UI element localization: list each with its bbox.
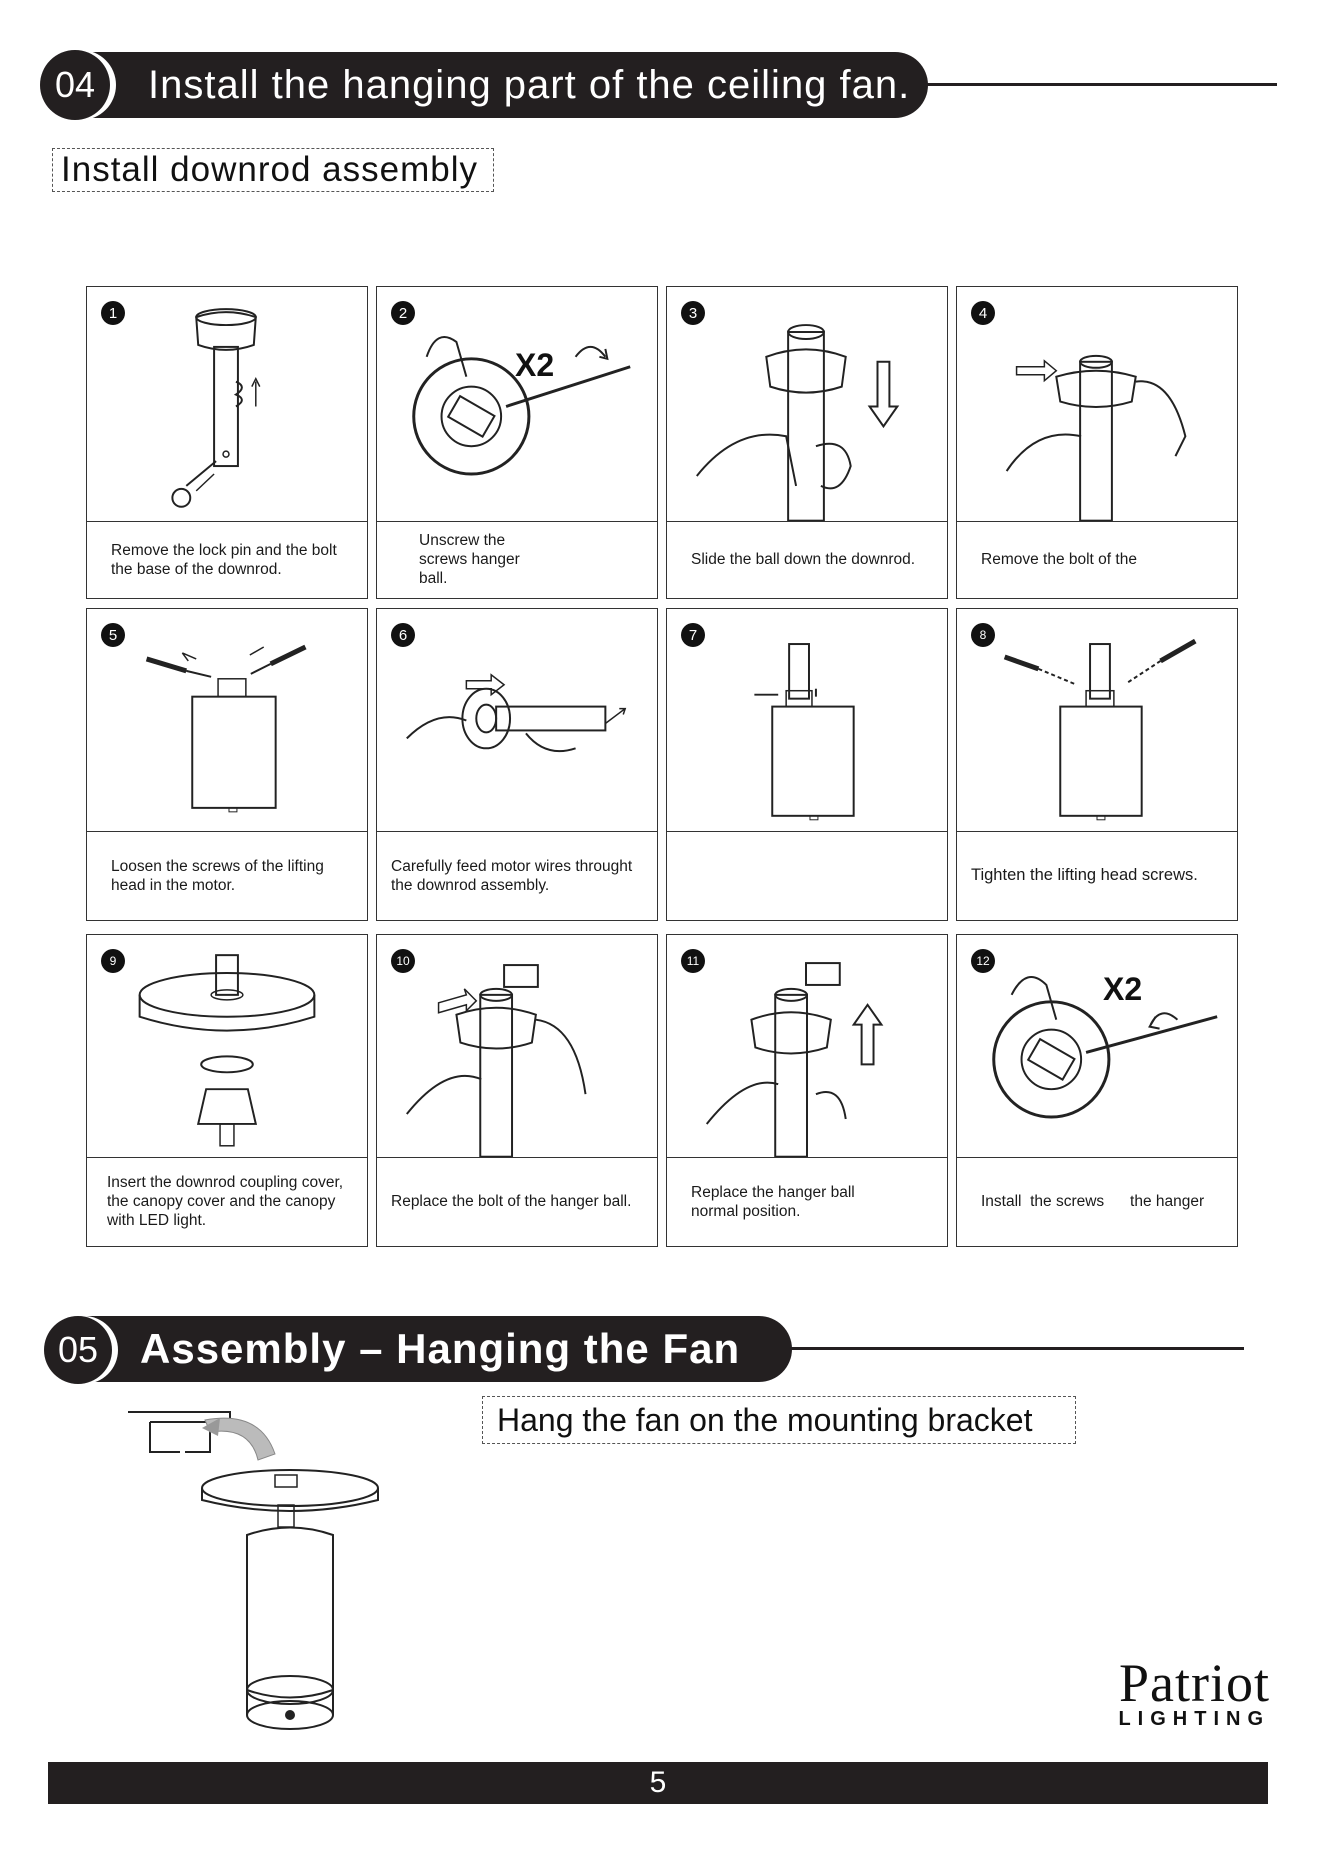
- step-panel-4: 4 Remove the bolt of the: [956, 286, 1238, 599]
- page-number: 5: [650, 1766, 667, 1800]
- step-12-quantity-badge: X2: [1103, 971, 1142, 1008]
- page-footer: 5: [48, 1762, 1268, 1804]
- step-panel-12: 12 X2 Install the screws the hanger: [956, 934, 1238, 1247]
- step-illustration-3: [667, 287, 947, 522]
- step-illustration-4: [957, 287, 1237, 522]
- subheading-downrod-assembly: Install downrod assembly: [52, 148, 494, 192]
- install-hanger-screws-illustration: [957, 935, 1237, 1157]
- step-number-1: 1: [101, 301, 125, 325]
- step-number-7: 7: [681, 623, 705, 647]
- tighten-lifting-head-screws-illustration: [957, 609, 1237, 831]
- section-04-rule: [920, 83, 1277, 86]
- step-illustration-2: X2: [377, 287, 657, 522]
- step-caption-9: Insert the downrod coupling cover, the c…: [87, 1157, 367, 1246]
- step-caption-6: Carefully feed motor wires throught the …: [377, 831, 657, 920]
- step-number-2: 2: [391, 301, 415, 325]
- brand-name: Patriot: [1090, 1652, 1270, 1714]
- step-number-4: 4: [971, 301, 995, 325]
- slide-ball-down-illustration: [667, 287, 947, 521]
- step-illustration-8: [957, 609, 1237, 832]
- section-05-title: Assembly – Hanging the Fan: [122, 1325, 740, 1373]
- step-number-6: 6: [391, 623, 415, 647]
- step-panel-3: 3 Slide the ball down the downrod.: [666, 286, 948, 599]
- step-caption-5: Loosen the screws of the lifting head in…: [87, 831, 367, 920]
- step-panel-6: 6 Carefully feed motor wires throught th…: [376, 608, 658, 921]
- subheading-hang-fan: Hang the fan on the mounting bracket: [482, 1396, 1076, 1444]
- step-panel-1: 1 Remove the lock pin and the bolt the b…: [86, 286, 368, 599]
- step-panel-5: 5 Loosen the screws of the lifting head …: [86, 608, 368, 921]
- section-04-title: Install the hanging part of the ceiling …: [120, 63, 910, 108]
- patriot-lighting-logo: Patriot LIGHTING: [1090, 1652, 1270, 1731]
- loosen-lifting-head-screws-illustration: [87, 609, 367, 831]
- replace-bolt-hanger-ball-illustration: [377, 935, 657, 1157]
- section-05-title-bar: Assembly – Hanging the Fan: [80, 1316, 792, 1382]
- step-2-quantity-badge: X2: [515, 347, 554, 384]
- step-panel-11: 11 Replace the hanger ball normal positi…: [666, 934, 948, 1247]
- downrod-lock-pin-illustration: [87, 287, 367, 521]
- section-05-rule: [790, 1347, 1244, 1350]
- section-04-title-bar: Install the hanging part of the ceiling …: [78, 52, 928, 118]
- remove-bolt-illustration: [957, 287, 1237, 521]
- step-illustration-9: [87, 935, 367, 1158]
- step-number-8: 8: [971, 623, 995, 647]
- step-caption-7: [667, 831, 947, 920]
- replace-hanger-ball-illustration: [667, 935, 947, 1157]
- canopy-coupling-cover-illustration: [87, 935, 367, 1157]
- step-caption-10: Replace the bolt of the hanger ball.: [377, 1157, 657, 1246]
- section-04-number: 04: [40, 50, 110, 120]
- step-illustration-1: [87, 287, 367, 522]
- step-caption-1: Remove the lock pin and the bolt the bas…: [87, 521, 367, 598]
- step-illustration-7: [667, 609, 947, 832]
- step-illustration-6: [377, 609, 657, 832]
- step-number-3: 3: [681, 301, 705, 325]
- step-panel-8: 8 Tighten the lifting head screws.: [956, 608, 1238, 921]
- step-caption-2: Unscrew the screws hanger ball.: [377, 521, 657, 598]
- step-panel-9: 9 Insert the downrod coupling cover, the…: [86, 934, 368, 1247]
- step-number-10: 10: [391, 949, 415, 973]
- hanger-ball-screws-illustration: [377, 287, 657, 521]
- step-caption-3: Slide the ball down the downrod.: [667, 521, 947, 598]
- step-illustration-10: [377, 935, 657, 1158]
- step-illustration-12: X2: [957, 935, 1237, 1158]
- step-panel-7: 7: [666, 608, 948, 921]
- step-illustration-5: [87, 609, 367, 832]
- step-number-11: 11: [681, 949, 705, 973]
- brand-sub: LIGHTING: [1090, 1708, 1270, 1731]
- feed-motor-wires-illustration: [377, 609, 657, 831]
- hanging-fan-illustration: [110, 1390, 410, 1740]
- step-number-12: 12: [971, 949, 995, 973]
- step-panel-2: 2 X2 Unscrew the screws hanger ball.: [376, 286, 658, 599]
- section-05-number: 05: [44, 1316, 112, 1384]
- step-caption-8: Tighten the lifting head screws.: [957, 831, 1237, 920]
- downrod-into-lifting-head-illustration: [667, 609, 947, 831]
- step-panel-10: 10 Replace the bolt of the hanger ball.: [376, 934, 658, 1247]
- step-caption-12: Install the screws the hanger: [957, 1157, 1237, 1246]
- step-number-5: 5: [101, 623, 125, 647]
- step-caption-11: Replace the hanger ball normal position.: [667, 1157, 947, 1246]
- step-caption-4: Remove the bolt of the: [957, 521, 1237, 598]
- step-illustration-11: [667, 935, 947, 1158]
- step-number-9: 9: [101, 949, 125, 973]
